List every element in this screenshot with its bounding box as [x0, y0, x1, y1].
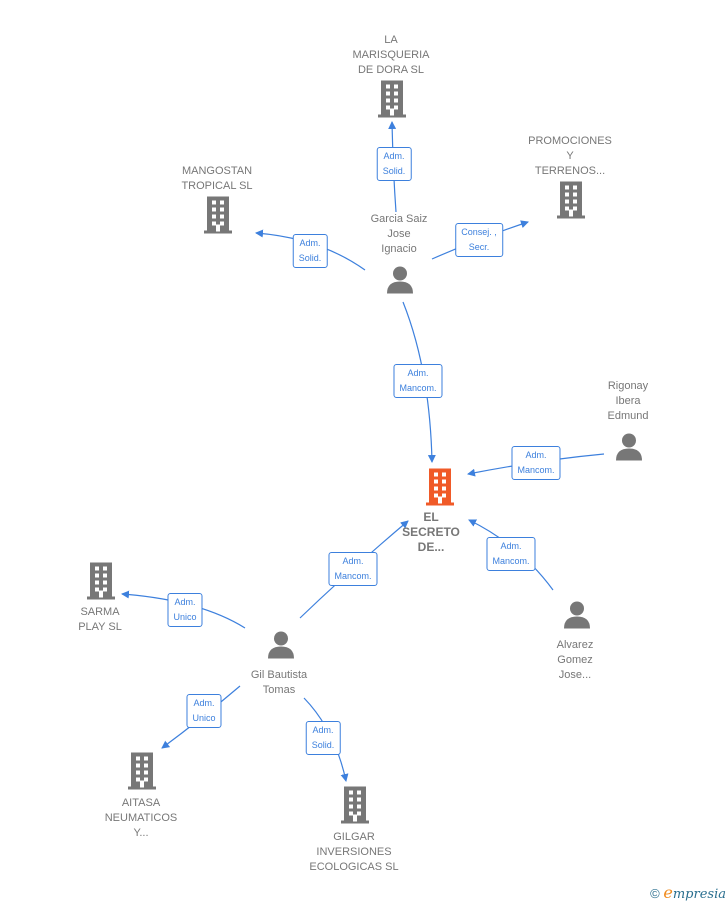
node-label-line: SECRETO — [402, 525, 460, 539]
building-icon-gilgar[interactable] — [339, 786, 371, 829]
node-label-line: ECOLOGICAS SL — [309, 861, 399, 873]
node-label-line: MANGOSTAN — [181, 165, 253, 177]
node-label-la-marisqueria[interactable]: LA MARISQUERIA DE DORA SL — [352, 33, 429, 78]
node-label-aitasa[interactable]: AITASA NEUMATICOS Y... — [105, 796, 178, 841]
building-icon-aitasa[interactable] — [126, 752, 158, 795]
building-icon-la-marisqueria[interactable] — [376, 80, 408, 123]
relation-label-line: Unico — [173, 612, 197, 622]
relation-label[interactable]: Consej. , Secr. — [455, 223, 503, 257]
node-label-line: TROPICAL SL — [181, 180, 253, 192]
node-label-line: Gomez — [557, 654, 593, 666]
node-label-line: Jose — [387, 228, 411, 240]
person-icon-rigonay[interactable] — [614, 432, 644, 467]
node-label-mangostan[interactable]: MANGOSTAN TROPICAL SL — [181, 164, 252, 194]
building-icon-promociones[interactable] — [555, 181, 587, 224]
node-label-line: MARISQUERIA — [352, 49, 430, 61]
relation-label[interactable]: Adm. Mancom. — [511, 446, 561, 480]
node-label-line: Tomas — [262, 684, 296, 696]
relation-label[interactable]: Adm. Mancom. — [486, 537, 536, 571]
building-icon-el-secreto[interactable] — [424, 468, 456, 511]
empresia-logo: © empresia — [650, 883, 726, 902]
relation-label[interactable]: Adm. Mancom. — [393, 364, 443, 398]
node-label-line: Rigonay — [607, 380, 649, 392]
node-label-line: NEUMATICOS — [104, 812, 178, 824]
relation-label-line: Adm. — [342, 556, 364, 566]
relation-label-line: Mancom. — [492, 556, 530, 566]
person-icon-garcia[interactable] — [385, 265, 415, 300]
node-label-line: DE DORA SL — [357, 64, 425, 76]
node-label-line: Jose... — [558, 669, 592, 681]
node-label-line: Ignacio — [381, 243, 417, 255]
relation-label-line: Adm. — [193, 698, 215, 708]
relation-label-line: Adm. — [312, 725, 334, 735]
node-label-line: INVERSIONES — [316, 846, 392, 858]
node-label-line: Y — [566, 150, 574, 162]
relation-label-line: Adm. — [500, 541, 522, 551]
relation-label[interactable]: Adm. Solid. — [376, 147, 412, 181]
node-label-line: GILGAR — [333, 831, 375, 843]
building-icon-mangostan[interactable] — [202, 196, 234, 239]
node-label-promociones[interactable]: PROMOCIONES Y TERRENOS... — [528, 134, 612, 179]
relation-label-line: Solid. — [382, 166, 406, 176]
relation-label[interactable]: Adm. Unico — [167, 593, 203, 627]
node-label-line: DE... — [417, 540, 445, 554]
relation-label-line: Mancom. — [334, 571, 372, 581]
relation-label-line: Adm. — [407, 368, 429, 378]
relation-label-line: Secr. — [468, 242, 490, 252]
node-label-line: PLAY SL — [78, 621, 122, 633]
node-label-line: Ibera — [615, 395, 641, 407]
person-icon-gil[interactable] — [266, 630, 296, 665]
relation-label-line: Mancom. — [517, 465, 555, 475]
node-label-line: Garcia Saiz — [370, 213, 428, 225]
relation-label[interactable]: Adm. Solid. — [305, 721, 341, 755]
node-label-gilgar[interactable]: GILGAR INVERSIONES ECOLOGICAS SL — [309, 830, 398, 875]
node-label-line: TERRENOS... — [534, 165, 606, 177]
node-label-line: SARMA — [80, 606, 120, 618]
node-label-line: LA — [384, 34, 398, 46]
node-label-line: Gil Bautista — [250, 669, 308, 681]
node-label-line: Edmund — [607, 410, 649, 422]
node-label-line: Y... — [133, 827, 149, 839]
relation-label-line: Adm. — [525, 450, 547, 460]
relation-label[interactable]: Adm. Unico — [186, 694, 222, 728]
node-label-line: AITASA — [121, 797, 161, 809]
relation-label-line: Adm. — [174, 597, 196, 607]
relation-label-line: Unico — [192, 713, 216, 723]
relation-label-line: Adm. — [299, 238, 321, 248]
relation-label[interactable]: Adm. Mancom. — [328, 552, 378, 586]
node-label-sarma[interactable]: SARMA PLAY SL — [78, 605, 122, 635]
building-icon-sarma[interactable] — [85, 562, 117, 605]
relation-label-line: Mancom. — [399, 383, 437, 393]
node-label-line: Alvarez — [556, 639, 594, 651]
relation-label-line: Consej. , — [461, 227, 497, 237]
relation-label[interactable]: Adm. Solid. — [292, 234, 328, 268]
relation-label-line: Solid. — [298, 253, 322, 263]
relation-label-line: Solid. — [311, 740, 335, 750]
person-icon-alvarez[interactable] — [562, 600, 592, 635]
node-label-line: PROMOCIONES — [528, 135, 612, 147]
relation-label-line: Adm. — [383, 151, 405, 161]
node-label-line: EL — [423, 510, 439, 524]
